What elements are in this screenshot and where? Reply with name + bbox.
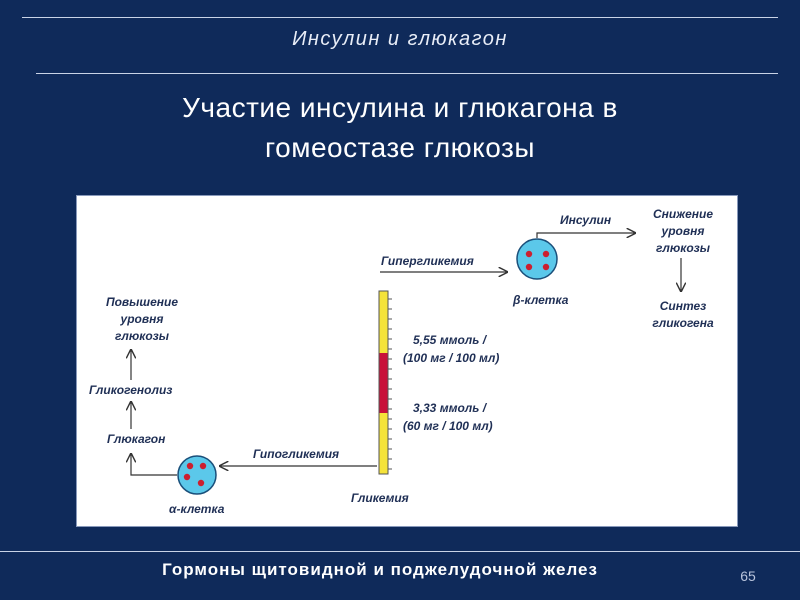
- header-title: Инсулин и глюкагон: [292, 28, 508, 50]
- low-level-label: 3,33 ммоль / (60 мг / 100 мл): [403, 401, 493, 433]
- glycogen-synthesis-label: Синтез гликогена: [652, 299, 714, 330]
- glycogenolysis-label: Гликогенолиз: [89, 383, 172, 397]
- slide-title-line-2: гомеостазе глюкозы: [265, 132, 535, 163]
- svg-text:глюкозы: глюкозы: [656, 241, 711, 255]
- insulin-label: Инсулин: [560, 213, 612, 227]
- high-level-label: 5,55 ммоль / (100 мг / 100 мл): [403, 333, 499, 365]
- alpha-cell-to-glucagon-arrow: [131, 454, 177, 476]
- footer-rule: [0, 551, 800, 552]
- insulin-arrow: [536, 233, 635, 238]
- glucose-increase-label: Повышение уровня глюкозы: [106, 295, 178, 343]
- svg-text:уровня: уровня: [120, 312, 164, 326]
- glucose-homeostasis-diagram: Гипергликемия β-клетка Инсулин Снижение …: [76, 195, 738, 527]
- svg-text:Синтез: Синтез: [660, 299, 707, 313]
- svg-text:Повышение: Повышение: [106, 295, 178, 309]
- svg-text:5,55 ммоль /: 5,55 ммоль /: [413, 333, 488, 347]
- glycemia-scale: [378, 290, 392, 475]
- glucagon-label: Глюкагон: [107, 432, 166, 446]
- scale-segment-normal: [379, 353, 388, 413]
- svg-text:гликогена: гликогена: [652, 316, 714, 330]
- svg-text:глюкозы: глюкозы: [115, 329, 170, 343]
- svg-text:3,33 ммоль /: 3,33 ммоль /: [413, 401, 488, 415]
- beta-cell-icon: [516, 238, 558, 280]
- header-rule-top: [22, 17, 778, 18]
- svg-text:(100 мг / 100 мл): (100 мг / 100 мл): [403, 351, 499, 365]
- hypoglycemia-label: Гипогликемия: [253, 447, 339, 461]
- scale-segment-lower: [379, 413, 388, 474]
- alpha-cell-icon: [177, 455, 217, 495]
- svg-text:(60 мг / 100 мл): (60 мг / 100 мл): [403, 419, 493, 433]
- footer-text: Гормоны щитовидной и поджелудочной желез: [162, 560, 598, 579]
- svg-text:Снижение: Снижение: [653, 207, 713, 221]
- svg-text:уровня: уровня: [661, 224, 705, 238]
- glucose-decrease-label: Снижение уровня глюкозы: [653, 207, 713, 255]
- header-rule-bottom: [36, 73, 778, 74]
- glycemia-label: Гликемия: [351, 491, 409, 505]
- alpha-cell-label: α-клетка: [169, 502, 225, 516]
- hyperglycemia-label: Гипергликемия: [381, 254, 474, 268]
- page-number: 65: [740, 568, 756, 584]
- slide-title-line-1: Участие инсулина и глюкагона в: [182, 92, 618, 123]
- beta-cell-label: β-клетка: [512, 293, 569, 307]
- scale-segment-upper: [379, 291, 388, 353]
- slide-title: Участие инсулина и глюкагона в гомеостаз…: [0, 88, 800, 168]
